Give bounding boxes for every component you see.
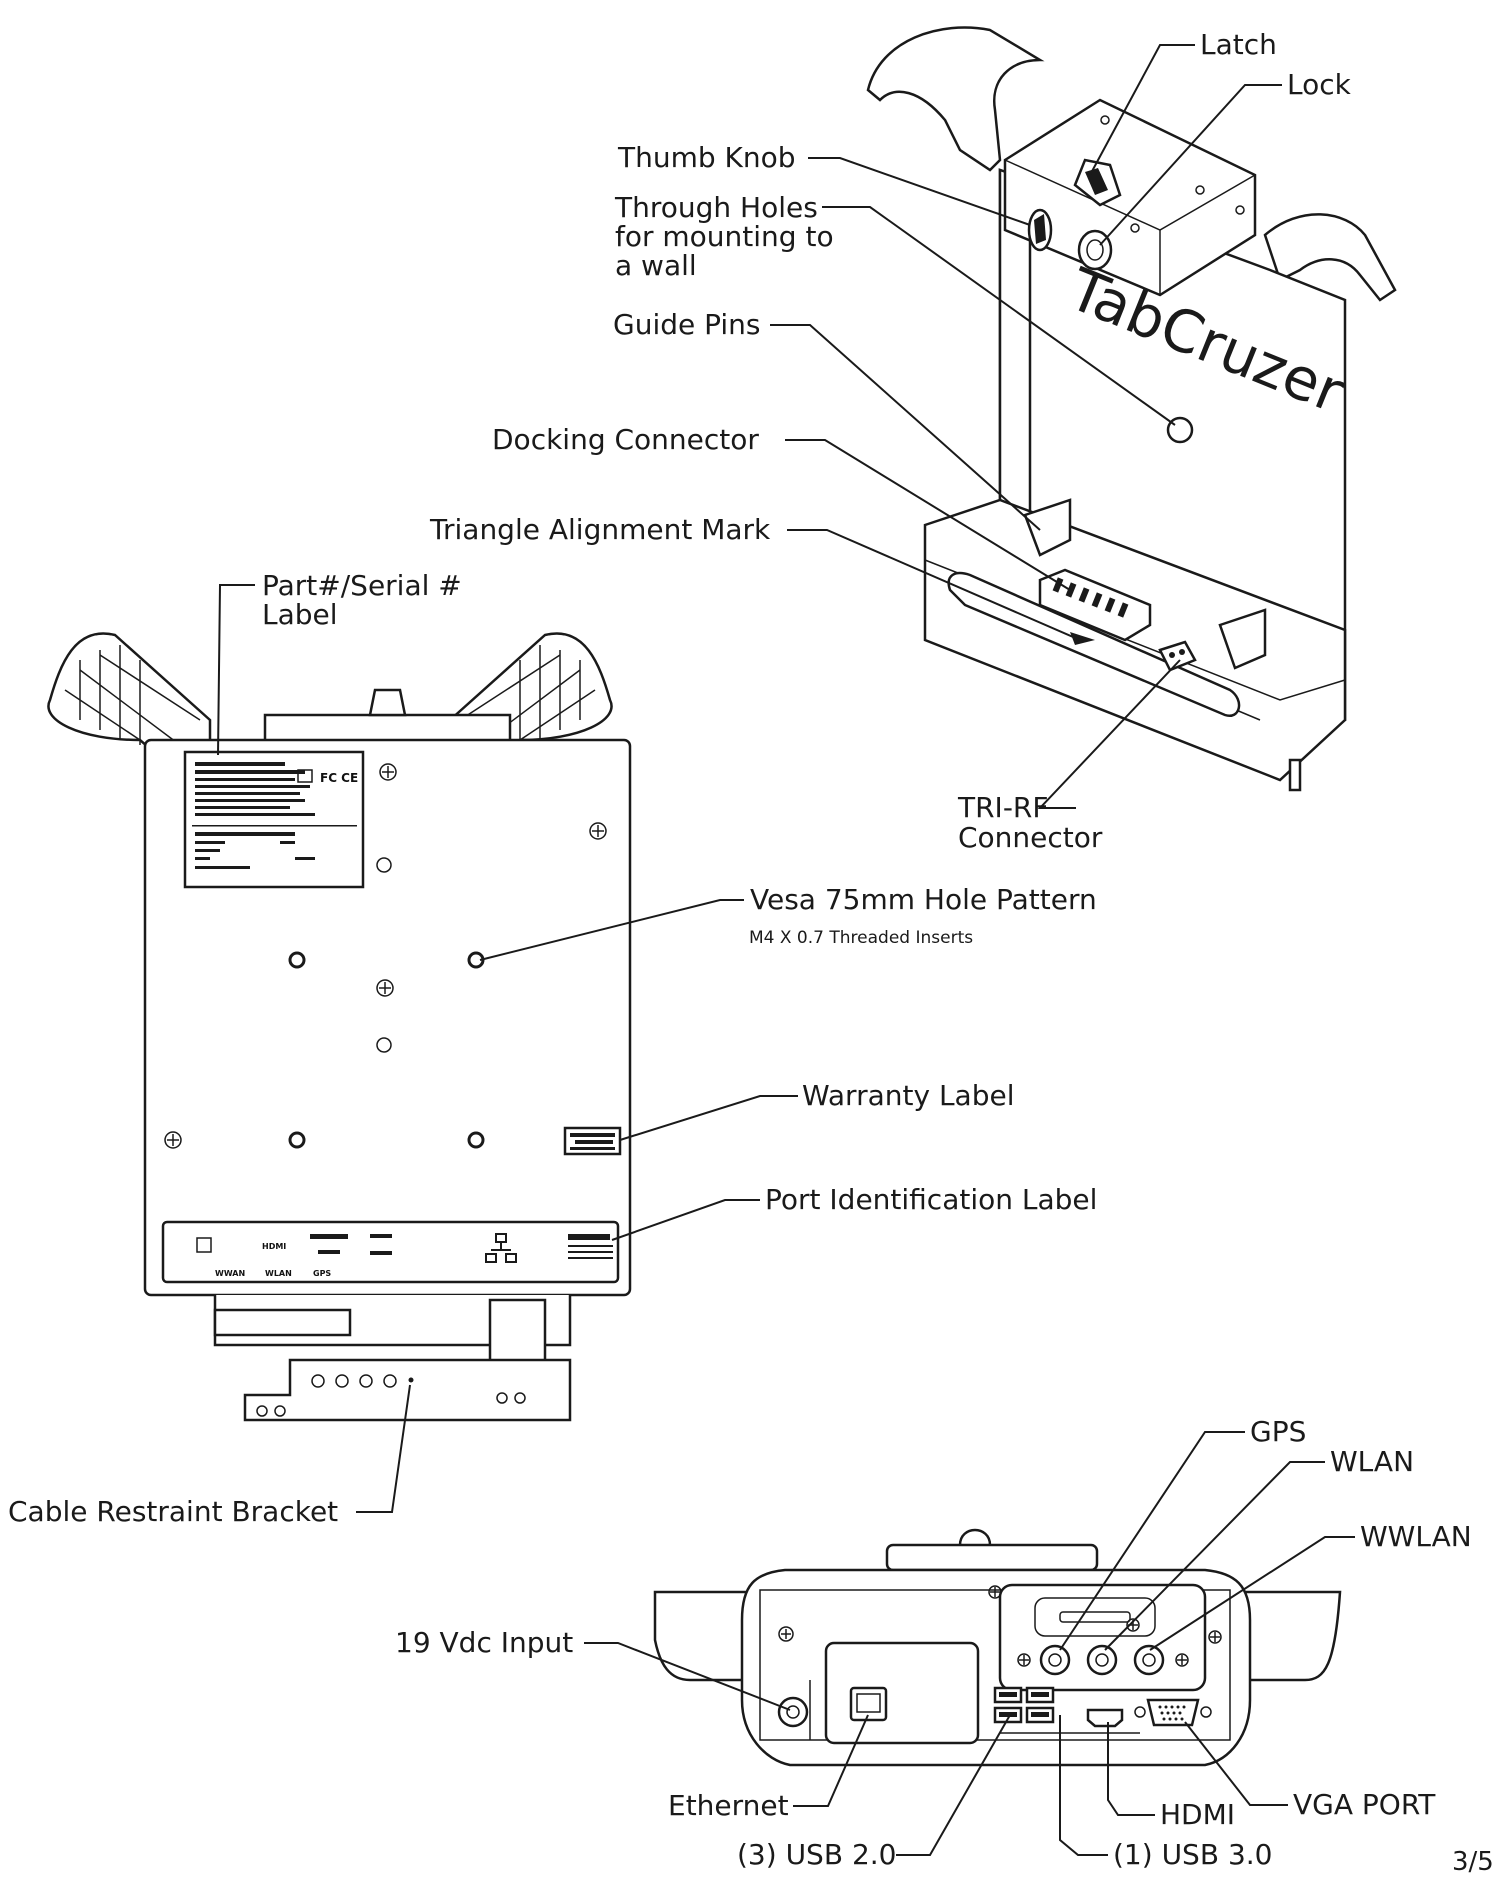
label-vesa-inserts: M4 X 0.7 Threaded Inserts: [749, 928, 973, 948]
label-tri-rf-1: TRI-RF: [957, 791, 1048, 824]
label-cable-restraint-bracket: Cable Restraint Bracket: [8, 1495, 338, 1528]
cradle-isometric-view: TabCruzer: [866, 26, 1397, 792]
label-triangle-alignment-mark: Triangle Alignment Mark: [429, 513, 771, 546]
label-part-serial-1: Part#/Serial #: [262, 569, 462, 602]
label-warranty: Warranty Label: [802, 1079, 1014, 1112]
port-mark-wwan: WWAN: [215, 1269, 245, 1278]
label-latch: Latch: [1200, 28, 1277, 61]
label-wlan: WLAN: [1330, 1445, 1414, 1478]
label-guide-pins: Guide Pins: [613, 308, 761, 341]
label-port-identification: Port Identification Label: [765, 1183, 1097, 1216]
label-gps: GPS: [1250, 1415, 1306, 1448]
label-vga-port: VGA PORT: [1293, 1788, 1436, 1821]
page-number: 3/5: [1452, 1847, 1494, 1877]
label-through-holes-1: Through Holes: [614, 191, 818, 224]
label-thumb-knob: Thumb Knob: [617, 141, 796, 174]
callout-labels: Latch Lock Thumb Knob Through Holes for …: [8, 28, 1494, 1877]
label-docking-connector: Docking Connector: [492, 423, 759, 456]
label-wwlan: WWLAN: [1360, 1520, 1472, 1553]
label-vesa: Vesa 75mm Hole Pattern: [750, 883, 1097, 916]
cradle-rear-view: FC CE HDMI WWAN W: [47, 632, 632, 1422]
label-through-holes-3: a wall: [615, 249, 697, 282]
label-19vdc-input: 19 Vdc Input: [395, 1626, 573, 1659]
label-tri-rf-2: Connector: [958, 821, 1103, 854]
leader-lines: [217, 44, 1355, 1856]
label-hdmi: HDMI: [1160, 1798, 1235, 1831]
port-mark-gps: GPS: [313, 1269, 331, 1278]
port-mark-wlan: WLAN: [265, 1269, 292, 1278]
label-through-holes-2: for mounting to: [615, 220, 834, 253]
cert-marks: FC CE: [320, 771, 358, 785]
label-part-serial-2: Label: [262, 598, 338, 631]
port-mark-hdmi: HDMI: [262, 1242, 286, 1251]
label-lock: Lock: [1287, 68, 1352, 101]
label-usb3: (1) USB 3.0: [1113, 1838, 1272, 1871]
label-ethernet: Ethernet: [668, 1789, 789, 1822]
cradle-port-view: [653, 1528, 1342, 1767]
label-usb2: (3) USB 2.0: [737, 1838, 896, 1871]
